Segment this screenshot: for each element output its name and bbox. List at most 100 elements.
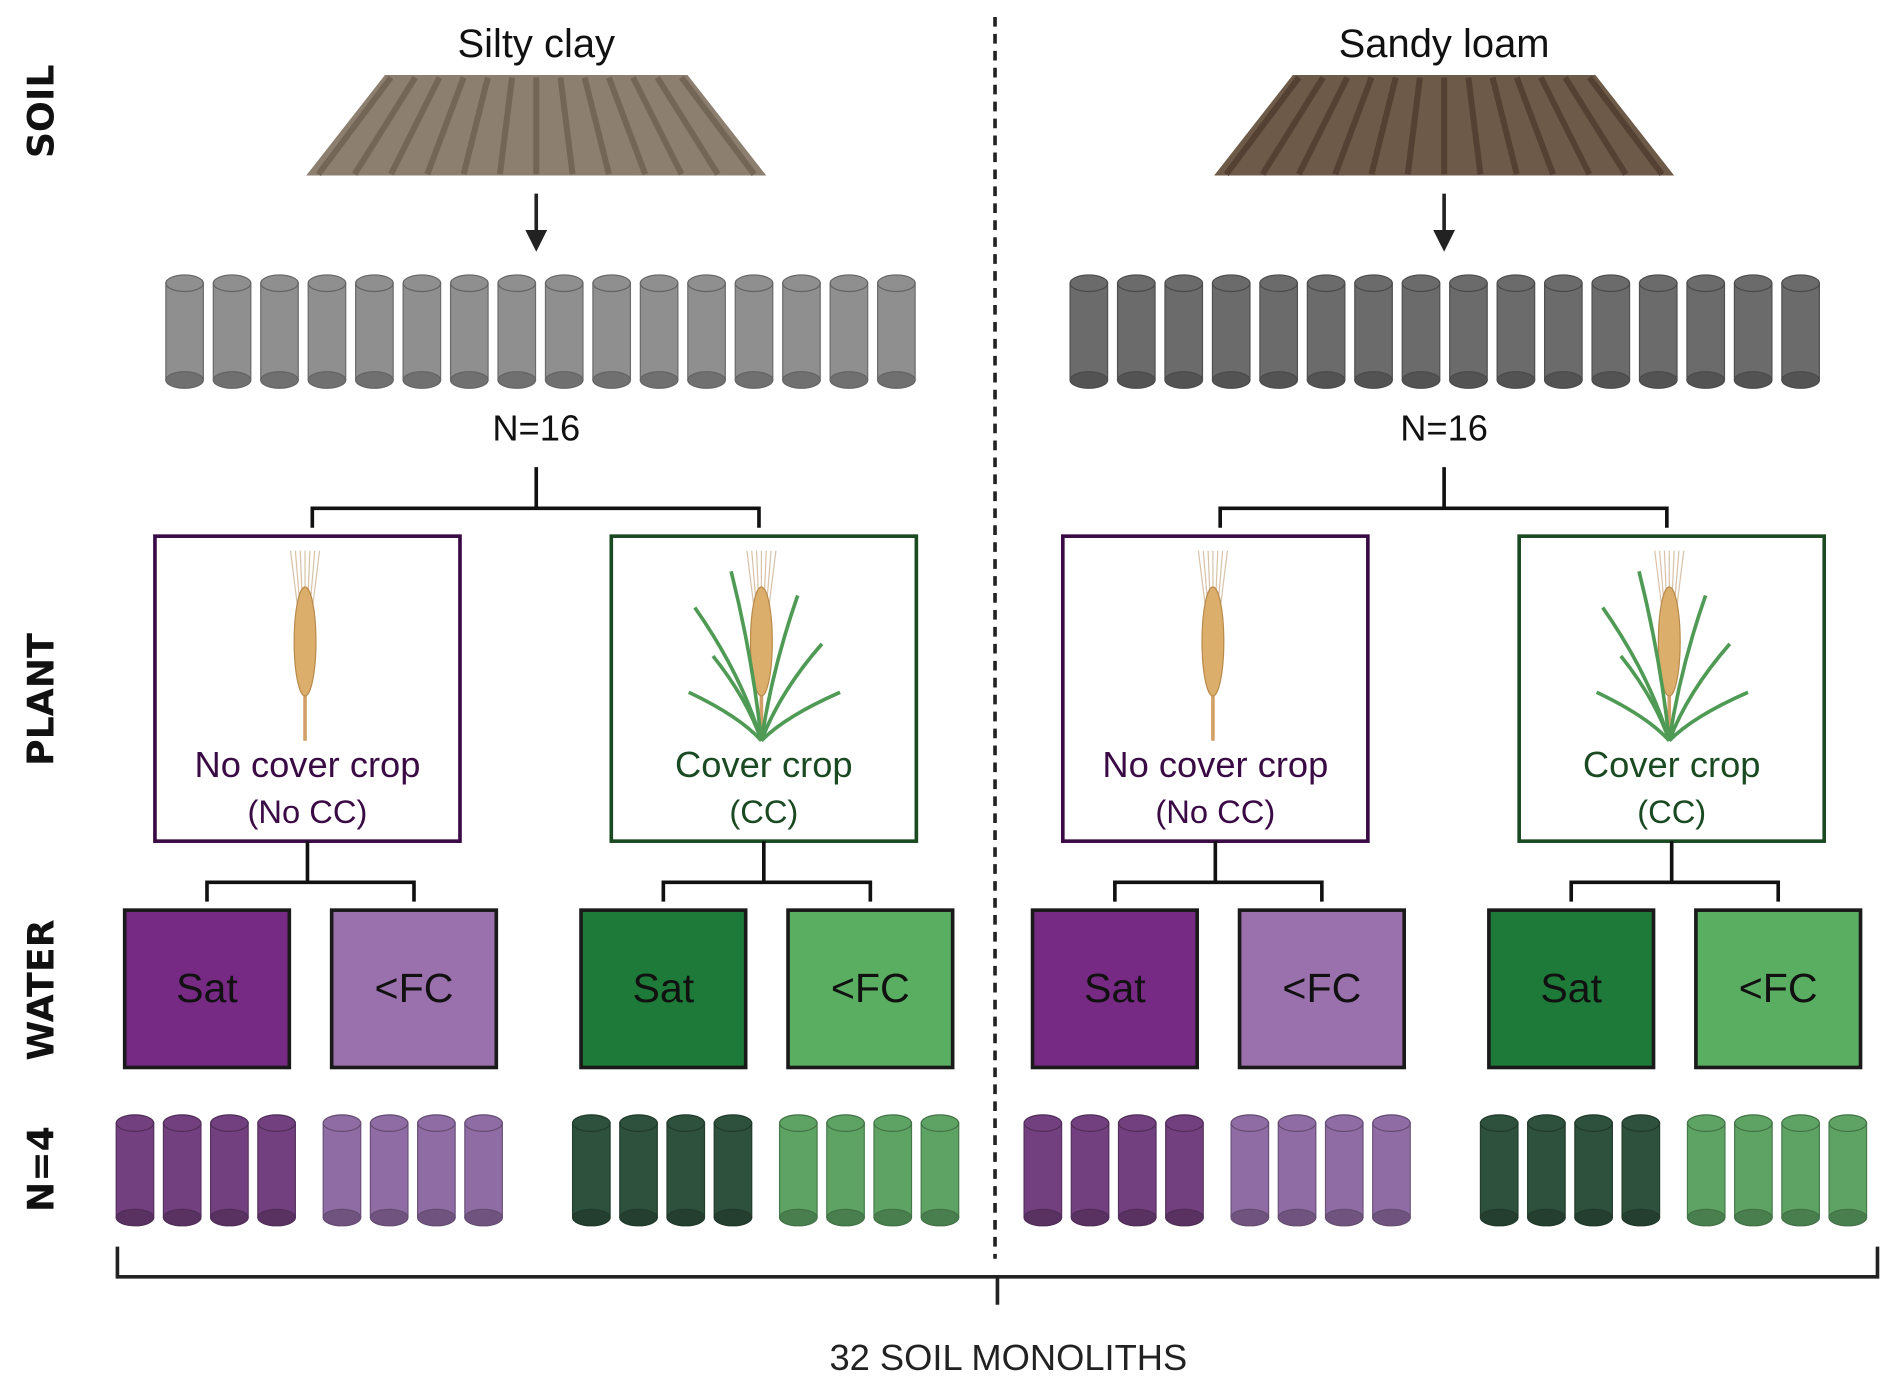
- cylinder-top: [1781, 274, 1820, 293]
- water-label: Sat: [1084, 965, 1146, 1011]
- wheat-head: [293, 586, 317, 697]
- leaf: [1667, 594, 1708, 741]
- cylinder-body: [829, 282, 869, 381]
- cylinder-body: [464, 1122, 503, 1219]
- cylinder-top: [449, 274, 489, 293]
- wheat-icon: [289, 550, 321, 741]
- arrow-head: [525, 229, 548, 252]
- cylinder-body: [666, 1122, 706, 1219]
- cylinder-top: [162, 1114, 202, 1133]
- soil-monolith: [1449, 274, 1488, 389]
- cylinder-top: [417, 1114, 456, 1133]
- cylinder-top: [115, 1114, 155, 1133]
- cylinder-body: [1259, 282, 1299, 381]
- soil-monolith: [1116, 274, 1156, 389]
- replicate-monolith: [1165, 1114, 1204, 1227]
- cylinder-base: [369, 1208, 409, 1227]
- soil-monolith: [449, 274, 489, 389]
- replicate-monolith: [1828, 1114, 1868, 1227]
- cylinder-body: [322, 1122, 362, 1219]
- cylinder-base: [544, 371, 584, 389]
- cylinder-top: [1023, 1114, 1063, 1133]
- cylinder-body: [782, 282, 821, 381]
- water-label: <FC: [1282, 965, 1361, 1011]
- cylinder-body: [920, 1122, 960, 1219]
- soil-furrow: [352, 75, 418, 176]
- row-label-water: WATER: [19, 919, 62, 1060]
- total-bracket: [115, 1246, 1880, 1305]
- cylinder-base: [920, 1208, 960, 1227]
- cylinder-base: [1574, 1208, 1613, 1227]
- water-split-bracket: [661, 841, 873, 902]
- cylinder-top: [1734, 1114, 1773, 1133]
- cylinder-top: [307, 274, 347, 293]
- cylinder-base: [571, 1208, 611, 1227]
- cylinder-top: [1496, 274, 1536, 293]
- cylinder-base: [1230, 1208, 1270, 1227]
- cylinder-base: [1117, 1208, 1157, 1227]
- cylinder-base: [464, 1208, 503, 1227]
- cylinder-top: [877, 274, 916, 293]
- soil-monolith: [1164, 274, 1204, 389]
- cylinder-base: [449, 371, 489, 389]
- cylinder-base: [1449, 371, 1488, 389]
- cylinder-body: [734, 282, 774, 381]
- water-label: <FC: [831, 965, 910, 1011]
- treatment-cc: Cover crop(CC)Sat<FC: [1479, 534, 1868, 1227]
- cylinder-base: [1324, 1208, 1364, 1227]
- cylinder-base: [355, 371, 394, 389]
- cylinder-body: [1686, 1122, 1726, 1219]
- soil-monolith: [1638, 274, 1678, 389]
- cylinder-base: [1479, 1208, 1519, 1227]
- soil-furrow: [1562, 75, 1629, 176]
- soil-monolith: [1686, 274, 1726, 389]
- cylinder-top: [782, 274, 821, 293]
- water-treatment-sat: Sat: [571, 908, 753, 1227]
- cylinder-top: [1686, 274, 1726, 293]
- cylinder-base: [1211, 371, 1251, 389]
- soil-type-title: Sandy loam: [1339, 22, 1550, 66]
- cylinder-top: [619, 1114, 658, 1133]
- cylinder-base: [165, 371, 204, 389]
- soil-monolith: [1069, 274, 1109, 389]
- cylinder-top: [826, 1114, 865, 1133]
- cylinder-top: [165, 274, 204, 293]
- soil-furrow: [424, 76, 467, 176]
- treatment-name: No cover crop: [194, 744, 420, 785]
- replicate-monolith: [1372, 1114, 1411, 1227]
- replicate-monolith: [826, 1114, 865, 1227]
- leaf: [687, 690, 763, 742]
- split-bracket: [310, 467, 761, 528]
- replicate-monolith: [1734, 1114, 1773, 1227]
- cylinder-top: [713, 1114, 753, 1133]
- cylinder-top: [1306, 274, 1346, 293]
- replicate-monolith: [778, 1114, 818, 1227]
- soil-furrow: [388, 76, 443, 176]
- cylinder-base: [1306, 371, 1346, 389]
- cylinder-top: [544, 274, 584, 293]
- cylinder-body: [355, 282, 394, 381]
- cylinder-body: [115, 1122, 155, 1219]
- cylinder-top: [1733, 274, 1773, 293]
- cylinder-top: [687, 274, 726, 293]
- cylinder-body: [1116, 282, 1156, 381]
- soil-field-icon: [306, 75, 767, 177]
- soil-monolith: [877, 274, 916, 389]
- cylinder-base: [115, 1208, 155, 1227]
- cylinder-base: [322, 1208, 362, 1227]
- row-label-plant: PLANT: [19, 633, 62, 766]
- soil-monolith: [1781, 274, 1820, 389]
- cylinder-body: [619, 1122, 658, 1219]
- wheat-head: [1201, 586, 1225, 697]
- cylinder-body: [210, 1122, 249, 1219]
- cylinder-base: [1372, 1208, 1411, 1227]
- soil-monolith: [782, 274, 821, 389]
- cylinder-base: [829, 371, 869, 389]
- soil-monolith: [165, 274, 204, 389]
- replicate-monolith: [873, 1114, 913, 1227]
- cylinder-body: [1070, 1122, 1110, 1219]
- cylinder-base: [1734, 1208, 1773, 1227]
- footer-total-label: 32 SOIL MONOLITHS: [829, 1337, 1187, 1378]
- treatment-nocc: No cover crop(No CC)Sat<FC: [1023, 534, 1411, 1227]
